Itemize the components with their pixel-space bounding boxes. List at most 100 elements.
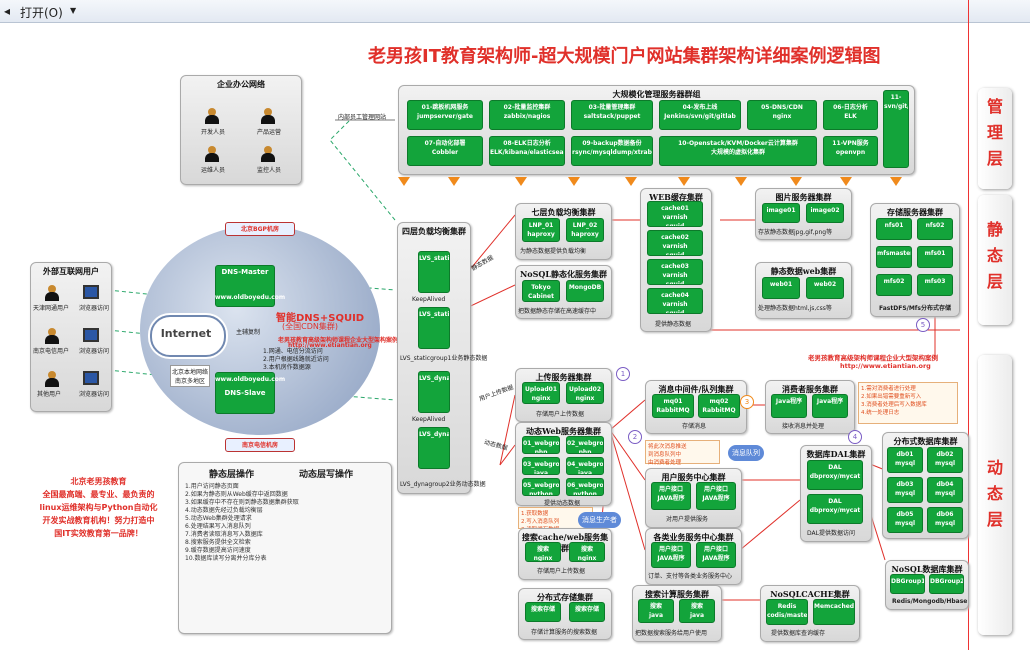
dns-master-box: DNS-Master [215,265,275,307]
nosql-db-title: NoSQL数据库集群 [891,564,963,574]
mq-title: 消息中间件/队列集群 [658,384,734,394]
mq-panel: 消息中间件/队列集群 mq01 RabbitMQ mq02 RabbitMQ 存… [645,380,747,434]
nosql-cache-node: Memcached [813,599,855,625]
image-cluster-title: 图片服务器集群 [775,192,832,202]
keepalived-label: KeepAlived [412,296,446,303]
computer-icon [83,328,99,342]
chevron-down-icon[interactable]: ▼ [70,6,77,15]
web-cache-title: WEB缓存集群 [649,192,703,202]
image-node: image02 [806,203,844,223]
product-icon [261,108,275,124]
legend-dynamic-title: 动态层写操作 [299,470,354,480]
l7-lb-panel: 七层负载均衡集群 LNP_01 haproxy LNP_02 haproxy 为… [515,203,612,260]
static-web-caption: 处理静态数据html,js,css等 [758,305,832,312]
dal-node: DAL dbproxy/mycat [807,460,863,490]
user-service-caption: 对用户提供服务 [666,516,709,523]
smart-dns-label: 智能DNS+SQUID [276,313,365,324]
db-node: db06 mysql [927,507,963,533]
upload-title: 上传服务器集群 [535,372,592,382]
page-boundary-line [968,0,969,650]
storage-node: nfs01 [876,218,912,240]
user-service-node: 用户接口 JAVA程序 [651,482,691,510]
user-label: 其他用户 [37,391,62,398]
promo-line: linux运维架构与Python自动化 [39,503,158,512]
nosql-cache-node: Redis codis/master [766,599,808,625]
internet-label: Internet [160,327,212,340]
db-node: db05 mysql [887,507,923,533]
monitor-person-icon [261,146,275,162]
cache-node: cache02 varnish squid [647,230,703,256]
legend-static-title: 静态层操作 [209,470,255,480]
office-network-panel: 企业办公网络 开发人员 产品运营 运维人员 监控人员 [180,75,302,185]
consumer-node: Java程序 [771,394,807,418]
bgp-idc-label: 北京BGP机房 [225,222,295,236]
static-web-node: web02 [806,277,844,299]
ops-icon [205,146,219,162]
down-arrow-icon [790,177,802,186]
search-calc-panel: 搜索计算服务集群 搜索 java 搜索 java 把数据搜索服务给用户使用 [632,585,722,642]
office-network-title: 企业办公网络 [217,79,265,89]
layer-mgmt: 管 理 层 [978,88,1012,189]
nosql-cache-caption: 提供数据库查询缓存 [771,630,826,637]
search-cache-caption: 存储用户上传数据 [537,568,586,575]
dynamic-web-node: 03_webgroup3 java [522,457,560,475]
cdn-label: (全国CDN集群) [282,322,338,331]
nosql-db-caption: Redis/Mongodb/Hbase [892,598,968,605]
dns-slave-box: DNS-Slave [215,372,275,414]
down-arrow-icon [515,177,527,186]
static-web-title: 静态数据web集群 [770,266,837,276]
consumer-node: Java程序 [812,394,848,418]
client-label: 浏览器访问 [79,305,110,312]
nosql-db-node: DBGroup2 [929,574,964,594]
dns-area-note: 北京本地网络 南京多地区 [170,365,211,387]
user-icon [45,328,59,344]
dist-db-panel: 分布式数据库集群 db01 mysql db02 mysql db03 mysq… [882,432,969,539]
static-web-panel: 静态数据web集群 web01 web02 处理静态数据html,js,css等 [755,262,852,319]
promo-box: 北京老男孩教育 全国最高端、最专业、最负责的 linux运维架构与Python自… [36,475,161,557]
client-label: 浏览器访问 [79,348,110,355]
dal-caption: DAL提供数据访问 [807,530,855,537]
db-node: db01 mysql [887,447,923,473]
internet-cloud [150,315,226,357]
role-label: 产品运营 [256,129,281,136]
consumer-caption: 接收消息并处理 [782,423,825,430]
mgmt-item: 10-Openstack/KVM/Docker云计算集群大规模的虚拟化集群 [659,136,817,166]
chevron-left-icon[interactable]: ◂ [4,4,11,18]
lb-static-caption: LVS_staticgroup1业务静态数据 [400,355,488,362]
step-marker: 1 [616,367,630,381]
dal-node: DAL dbproxy/mycat [807,494,863,524]
storage-node: mfs02 [876,274,912,296]
dist-store-node: 搜索存储 [525,602,561,622]
l4-lb-panel: 四层负载均衡集群 LVS_staticgroup1 KeepAlived LVS… [397,222,487,494]
static-web-node: web01 [762,277,800,299]
biz-service-node: 用户接口 JAVA程序 [696,542,736,568]
open-menu[interactable]: 打开(O) [20,6,63,20]
producer-bubble: 消息生产者 [578,512,621,528]
biz-service-title: 各类业务服务中心集群 [653,532,734,542]
down-arrow-icon [735,177,747,186]
telecom-idc-label: 南京电信机房 [225,438,295,452]
l7-caption: 为静态数据提供负载均衡 [520,248,587,255]
search-cache-title: 搜索cache/web服务集群 [521,532,609,553]
down-arrow-icon [625,177,637,186]
nosql-cache-panel: NoSQLCACHE集群 Redis codis/master Memcache… [760,585,860,642]
image-cluster-panel: 图片服务器集群 image01 image02 存放静态数据jpg,gif,pn… [755,188,852,240]
search-calc-node: 搜索 java [638,599,674,623]
down-arrow-icon [678,177,690,186]
user-icon [45,371,59,387]
web-cache-panel: WEB缓存集群 cache01 varnish squid cache02 va… [640,188,712,332]
down-arrow-icon [448,177,460,186]
storage-node: nfs02 [917,218,953,240]
down-arrow-icon [398,177,410,186]
client-label: 浏览器访问 [79,391,110,398]
lb-dynamic-caption: LVS_dynagroup2业务动态数据 [400,481,486,488]
computer-icon [83,371,99,385]
